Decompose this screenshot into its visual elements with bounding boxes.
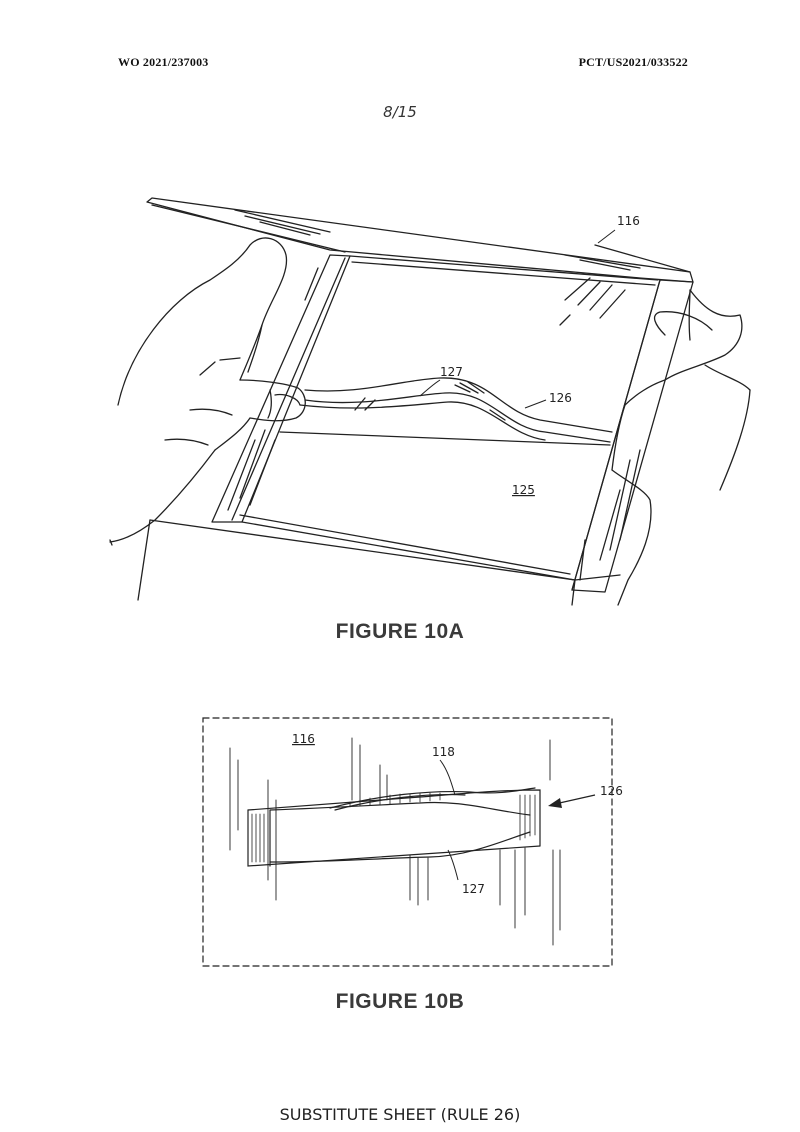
- label-116: 116: [292, 732, 315, 746]
- tray-body: [137, 357, 621, 606]
- label-118: 118: [432, 745, 455, 759]
- lid-panel: [146, 197, 694, 283]
- leader-127: [447, 849, 459, 881]
- leader-126: [524, 399, 547, 409]
- label-127: 127: [462, 882, 485, 896]
- figure-10a-labels: 116 127 126 125: [419, 214, 640, 497]
- leader-116: [597, 229, 616, 244]
- right-hand: [611, 289, 751, 606]
- label-127: 127: [440, 365, 463, 379]
- figure-10b-labels: 116 118 126 127: [292, 732, 623, 896]
- upper-panel: [349, 255, 659, 326]
- figure-10b-drawing: 116 118 126 127: [202, 717, 623, 967]
- separator-strip: [299, 377, 613, 443]
- label-116: 116: [617, 214, 640, 228]
- leader-127: [419, 379, 441, 397]
- leader-118: [439, 759, 456, 796]
- label-126: 126: [600, 784, 623, 798]
- application-number: PCT/US2021/033522: [578, 55, 688, 69]
- arrow-126: [548, 794, 596, 808]
- right-wall: [571, 279, 694, 593]
- footer-notice: SUBSTITUTE SHEET (RULE 26): [279, 1105, 521, 1124]
- lower-panel: [239, 431, 611, 581]
- figure-10a-drawing: 116 127 126 125: [109, 197, 751, 606]
- left-wall: [211, 254, 351, 523]
- publication-number: WO 2021/237003: [118, 55, 209, 69]
- left-hand: [109, 237, 306, 546]
- strip-shading: [251, 792, 536, 863]
- sheet-number: 8/15: [383, 103, 417, 121]
- strip-body: [247, 787, 541, 867]
- label-125: 125: [512, 483, 535, 497]
- detail-border: [202, 717, 613, 967]
- figure-10a-caption: FIGURE 10A: [335, 620, 465, 643]
- surface-hatching: [229, 737, 561, 946]
- figure-10b-caption: FIGURE 10B: [335, 990, 465, 1013]
- label-126: 126: [549, 391, 572, 405]
